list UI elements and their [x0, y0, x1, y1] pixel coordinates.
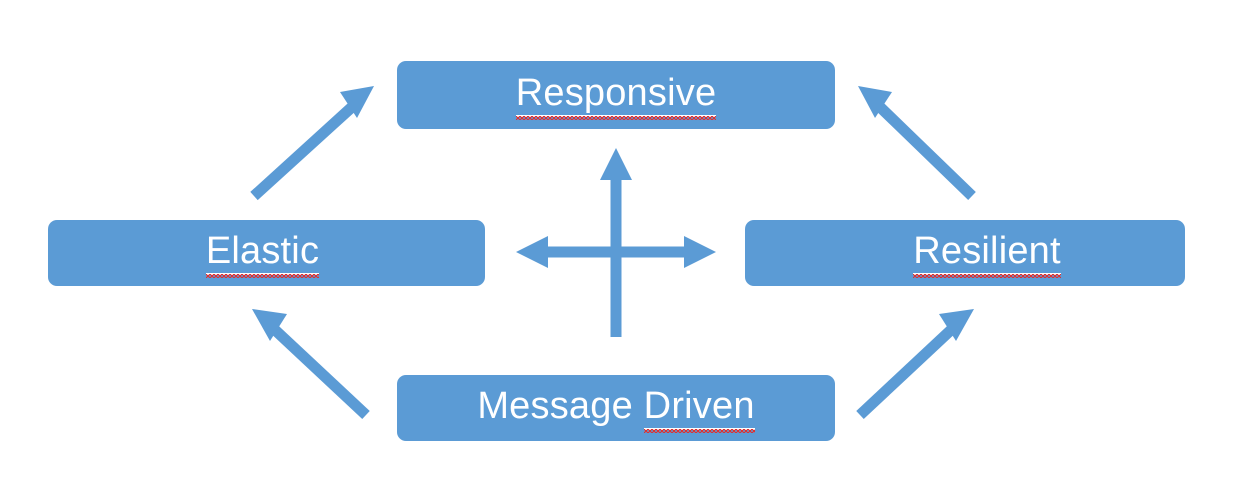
node-label-message-driven: Message Driven: [477, 384, 755, 434]
word-elastic: Elastic: [205, 230, 320, 279]
word-responsive: Responsive: [515, 72, 717, 121]
node-box-responsive[interactable]: Responsive: [397, 61, 835, 129]
word-message: Message: [477, 384, 633, 427]
connector-elastic-to-responsive: [250, 86, 374, 201]
connector-message-driven-to-resilient: [856, 309, 974, 420]
node-box-elastic[interactable]: Elastic: [48, 220, 485, 286]
word-space: [633, 386, 644, 428]
connector-center-horizontal: [516, 236, 716, 268]
node-label-elastic: Elastic: [205, 230, 320, 279]
word-driven: Driven: [643, 385, 755, 434]
node-box-resilient[interactable]: Resilient: [745, 220, 1185, 286]
node-box-message-driven[interactable]: Message Driven: [397, 375, 835, 441]
connector-message-driven-to-elastic: [252, 309, 370, 420]
node-label-responsive: Responsive: [515, 72, 717, 121]
word-resilient: Resilient: [913, 230, 1061, 279]
node-label-resilient: Resilient: [913, 230, 1061, 279]
connector-resilient-to-responsive: [858, 86, 976, 200]
connector-center-vertical: [600, 148, 632, 337]
